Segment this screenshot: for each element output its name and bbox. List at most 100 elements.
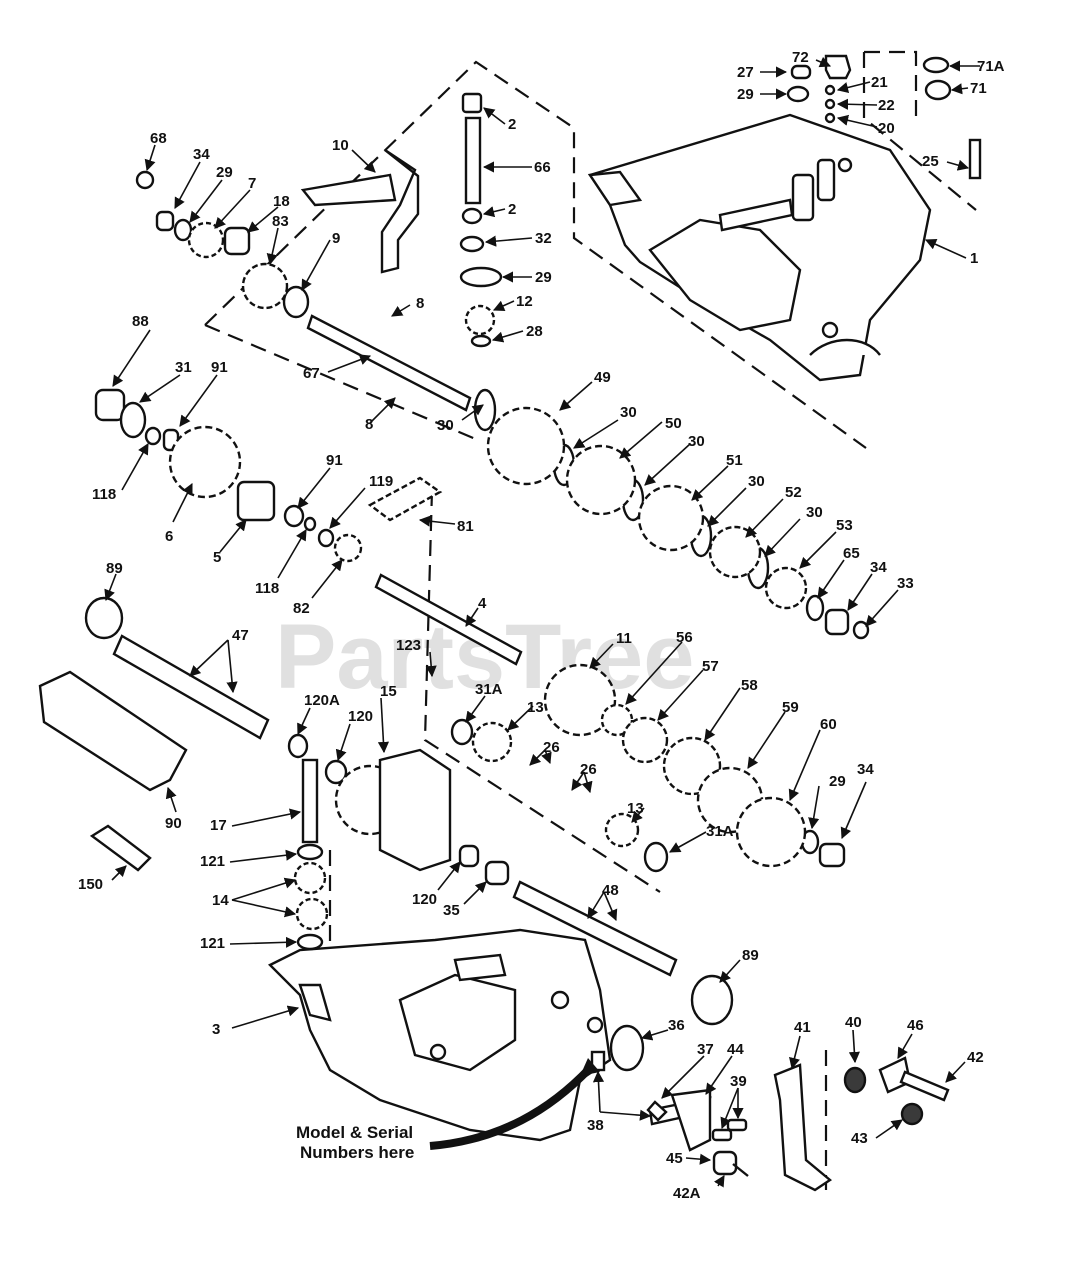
callout-label: 43	[851, 1130, 868, 1147]
callout-label: 53	[836, 517, 853, 534]
callout-label: 34	[857, 761, 874, 778]
callout-label: 17	[210, 817, 227, 834]
callout-label: 29	[216, 164, 233, 181]
callout-label: 31	[175, 359, 192, 376]
callout-label: 81	[457, 518, 474, 535]
callout-label: 47	[232, 627, 249, 644]
callout-label: 10	[332, 137, 349, 154]
callout-label: 29	[829, 773, 846, 790]
callout-label: 18	[273, 193, 290, 210]
callout-label: 13	[627, 800, 644, 817]
callout-label: 123	[396, 637, 421, 654]
small-parts	[84, 54, 982, 1192]
callout-label: 50	[665, 415, 682, 432]
callout-label: 26	[543, 739, 560, 756]
callout-label: 2	[508, 201, 516, 218]
callout-label: 68	[150, 130, 167, 147]
leader-lines	[104, 56, 980, 1188]
callout-label: 46	[907, 1017, 924, 1034]
watermark: PartsTree	[275, 606, 694, 708]
callout-label: 7	[248, 175, 256, 192]
callout-label: 37	[697, 1041, 714, 1058]
callout-label: 120	[412, 891, 437, 908]
serial-pointer	[429, 1058, 600, 1150]
callout-label: 88	[132, 313, 149, 330]
shaft-47	[112, 634, 270, 740]
callout-label: 22	[878, 97, 895, 114]
callout-label: 120	[348, 708, 373, 725]
callout-label: 42A	[673, 1185, 701, 1202]
callout-labels: 72 27 71A 21 29 22 71 20 2 66 25 10 68 3…	[78, 49, 1005, 1202]
tube-150	[89, 824, 152, 872]
callout-label: 8	[416, 295, 424, 312]
shaft-66	[464, 116, 482, 205]
callout-label: 121	[200, 853, 225, 870]
callout-label: 36	[668, 1017, 685, 1034]
callout-label: 52	[785, 484, 802, 501]
callout-label: 58	[741, 677, 758, 694]
callout-label: 82	[293, 600, 310, 617]
callout-label: 39	[730, 1073, 747, 1090]
callout-label: 21	[871, 74, 888, 91]
callout-label: 31A	[706, 823, 734, 840]
callout-label: 60	[820, 716, 837, 733]
callout-label: 121	[200, 935, 225, 952]
callout-label: 27	[737, 64, 754, 81]
callout-label: 57	[702, 658, 719, 675]
callout-label: 83	[272, 213, 289, 230]
callout-label: 38	[587, 1117, 604, 1134]
callout-label: 5	[213, 549, 221, 566]
callout-label: 29	[737, 86, 754, 103]
shaft-48	[512, 880, 678, 977]
grease-tube-90	[38, 670, 188, 792]
callout-label: 9	[332, 230, 340, 247]
shaft-67	[306, 314, 472, 412]
callout-label: 3	[212, 1021, 220, 1038]
callout-label: 32	[535, 230, 552, 247]
callout-label: 91	[211, 359, 228, 376]
upper-housing	[587, 113, 932, 382]
callout-label: 4	[478, 595, 487, 612]
callout-label: 25	[922, 153, 939, 170]
callout-label: 6	[165, 528, 173, 545]
callout-label: 89	[106, 560, 123, 577]
callout-label: 67	[303, 365, 320, 382]
callout-label: 72	[792, 49, 809, 66]
callout-label: 20	[878, 120, 895, 137]
callout-label: 51	[726, 452, 743, 469]
callout-label: 26	[580, 761, 597, 778]
callout-label: 15	[380, 683, 397, 700]
callout-label: 42	[967, 1049, 984, 1066]
callout-label: 40	[845, 1014, 862, 1031]
callout-label: 2	[508, 116, 516, 133]
callout-label: 65	[843, 545, 860, 562]
callout-label: 30	[620, 404, 637, 421]
callout-label: 8	[365, 416, 373, 433]
callout-label: 30	[688, 433, 705, 450]
callout-label: 71A	[977, 58, 1005, 75]
callout-label: 49	[594, 369, 611, 386]
callout-label: 56	[676, 629, 693, 646]
callout-label: 30	[748, 473, 765, 490]
callout-label: 71	[970, 80, 987, 97]
callout-label: 1	[970, 250, 978, 267]
callout-label: 34	[193, 146, 210, 163]
callout-label: 14	[212, 892, 229, 909]
callout-label: 44	[727, 1041, 744, 1058]
callout-label: 91	[326, 452, 343, 469]
callout-label: 11	[616, 630, 632, 647]
callout-label: 48	[602, 882, 619, 899]
callout-label: 30	[437, 417, 454, 434]
callout-label: 28	[526, 323, 543, 340]
callout-label: 120A	[304, 692, 340, 709]
model-serial-note-line2: Numbers here	[300, 1143, 414, 1162]
callout-label: 90	[165, 815, 182, 832]
callout-label: 31A	[475, 681, 503, 698]
callout-label: 29	[535, 269, 552, 286]
gears	[168, 149, 808, 931]
callout-label: 13	[527, 699, 544, 716]
lower-housing	[267, 928, 612, 1142]
callout-label: 119	[369, 473, 393, 490]
callout-label: 59	[782, 699, 799, 716]
